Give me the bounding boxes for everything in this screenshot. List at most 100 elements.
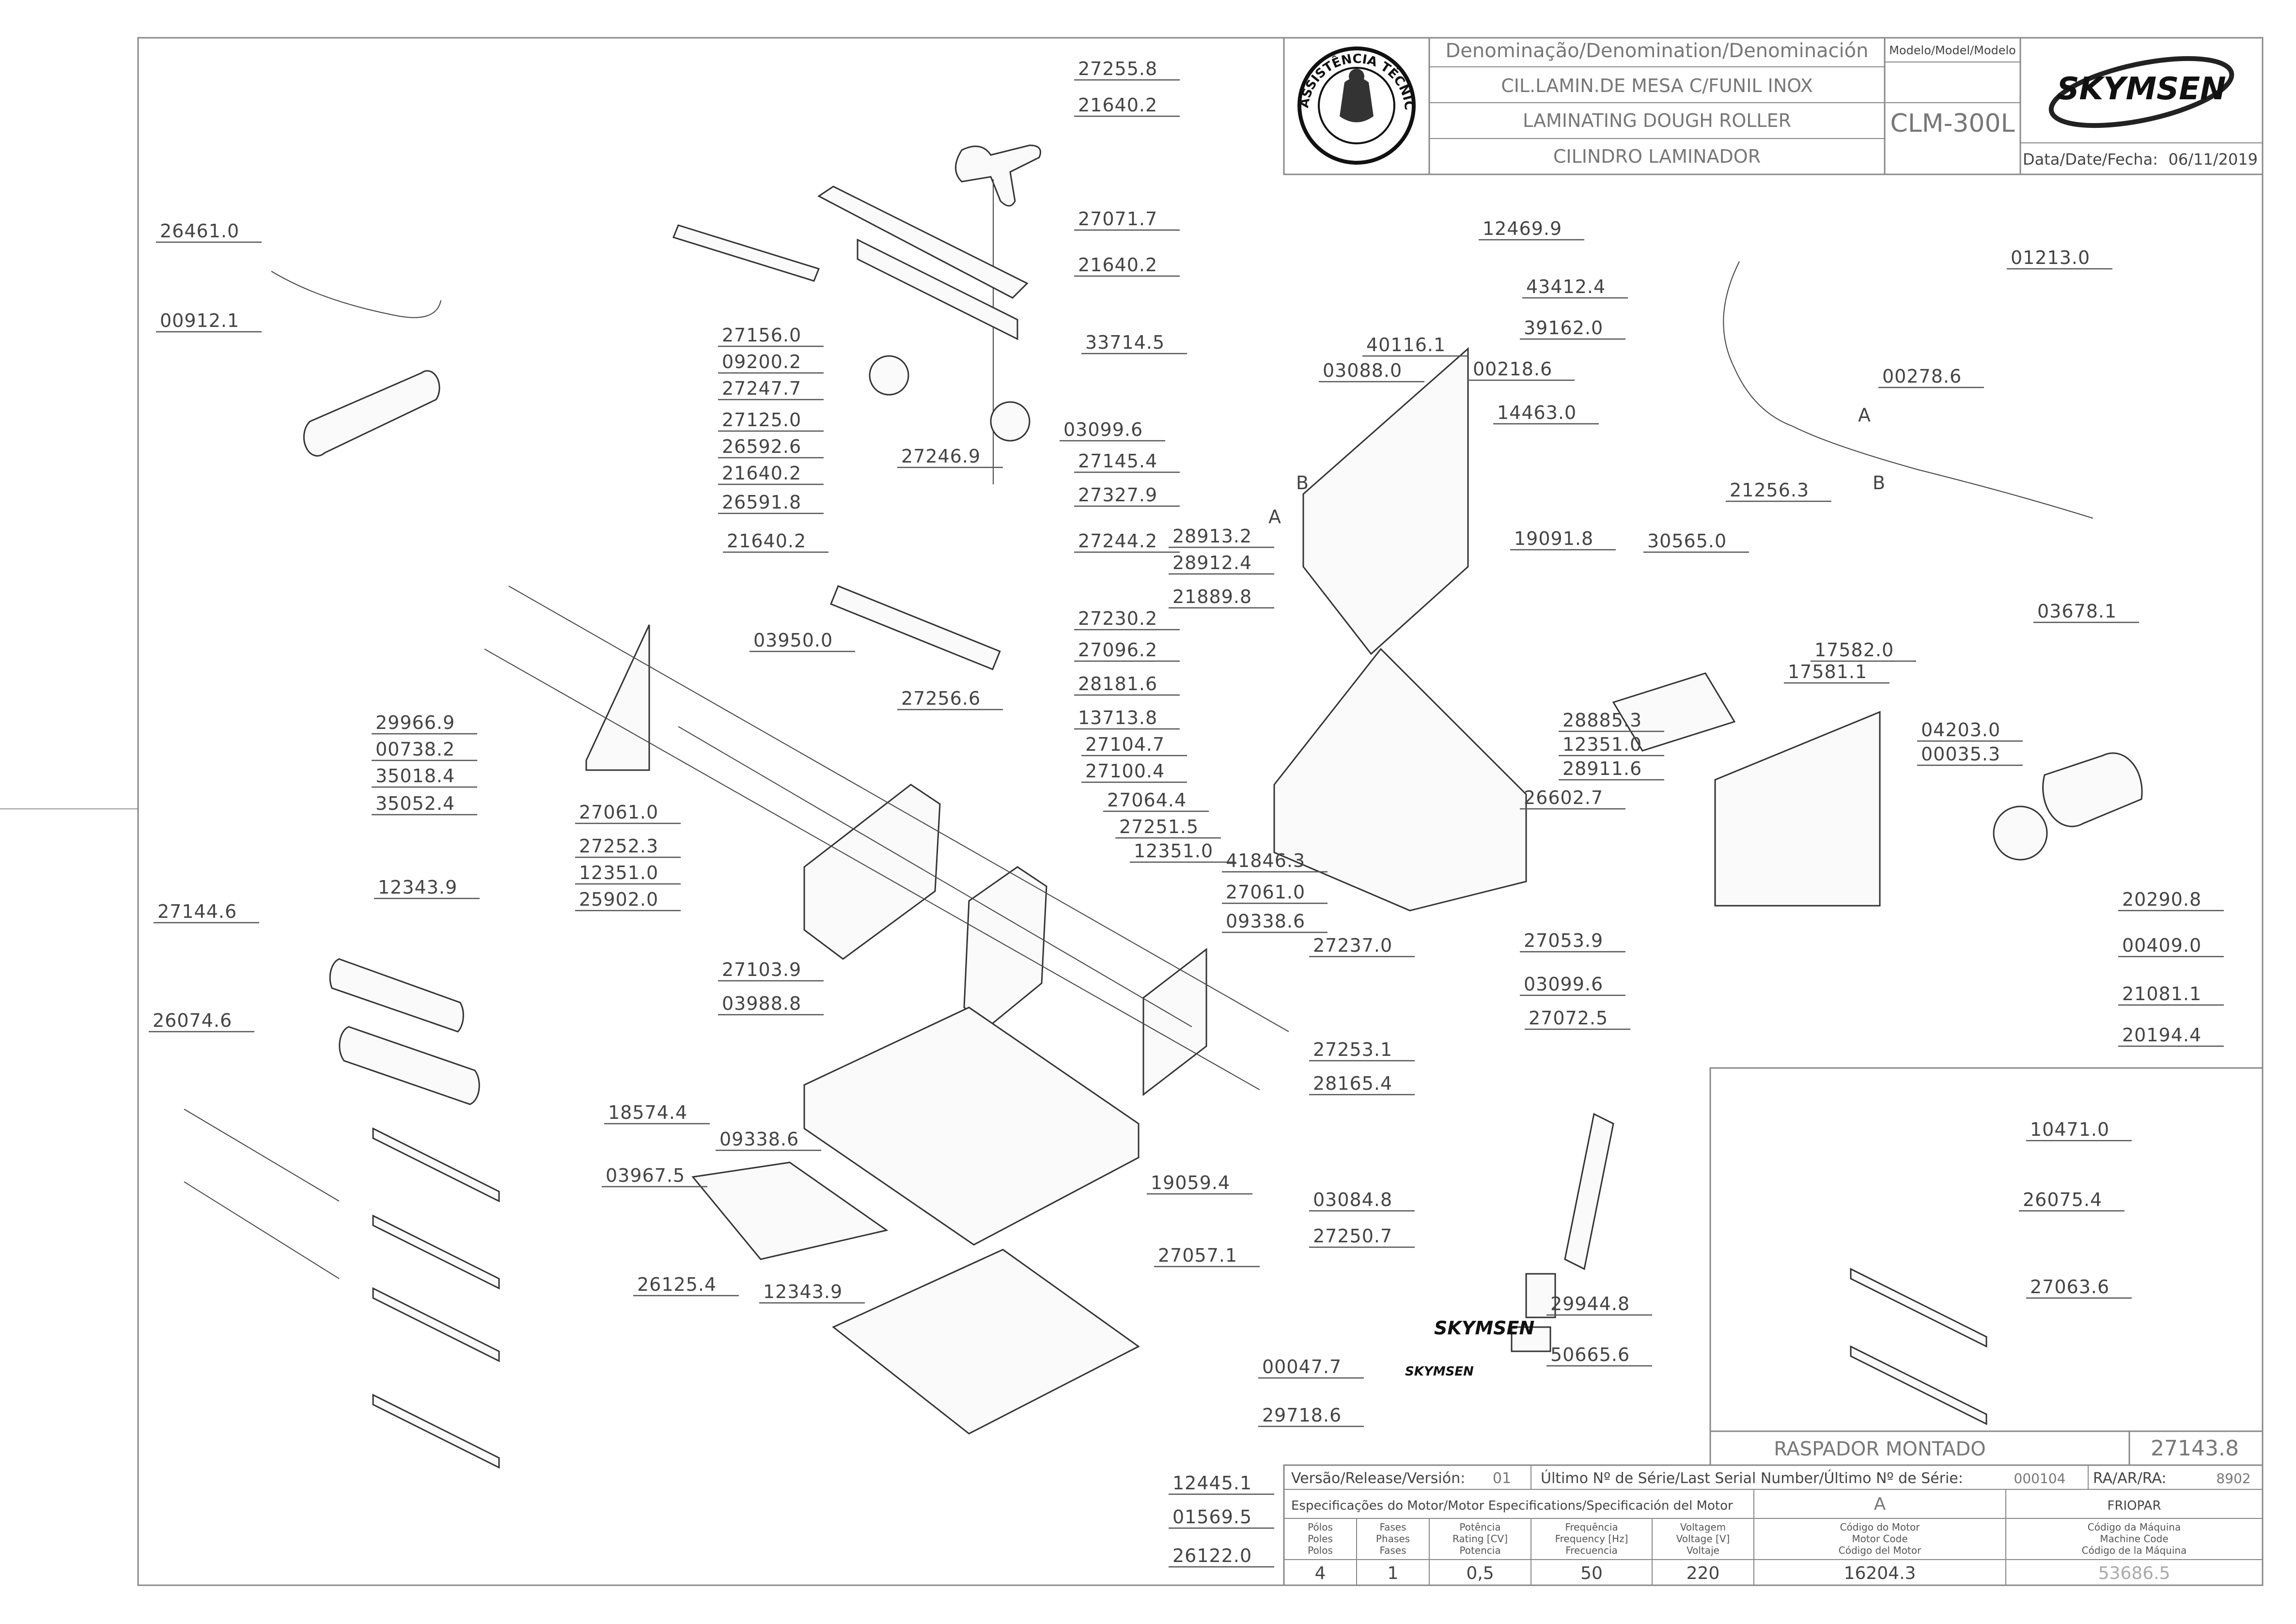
motor-spec-header: Fases: [1379, 1521, 1406, 1533]
part-label: 20194.4: [2122, 1024, 2202, 1046]
motor-spec-header: Polos: [1308, 1545, 1333, 1556]
part-label: 13713.8: [1078, 707, 1157, 728]
motor-spec-value: 220: [1687, 1563, 1720, 1583]
part-label: 00047.7: [1262, 1356, 1342, 1377]
part-label: 09338.6: [1226, 911, 1305, 932]
part-label: 21889.8: [1172, 586, 1252, 607]
part-label: 27103.9: [722, 959, 801, 980]
knob-part: [955, 144, 1041, 207]
part-label: 27100.4: [1085, 760, 1165, 782]
version-label: Versão/Release/Versión:: [1291, 1470, 1465, 1487]
part-label: 27247.7: [722, 378, 801, 399]
motor-spec-header: Motor Code: [1852, 1533, 1907, 1545]
part-label: 30565.0: [1647, 530, 1727, 552]
part-label: 17581.1: [1788, 661, 1867, 682]
part-label: 03099.6: [1524, 974, 1603, 995]
ra-value: 8902: [2216, 1470, 2250, 1486]
motor-spec-header: Poles: [1308, 1533, 1333, 1545]
part-label: 27144.6: [157, 901, 237, 922]
skymsen-logo: SKYMSEN: [2048, 56, 2234, 128]
part-label: 18574.4: [608, 1102, 687, 1123]
part-label: 26461.0: [160, 220, 239, 242]
motor-spec-label: Especificações do Motor/Motor Especifica…: [1291, 1499, 1733, 1513]
part-labels: 27255.821640.227071.721640.233714.527156…: [149, 58, 2224, 1568]
part-label: 21081.1: [2122, 983, 2202, 1005]
motor-spec-header: Voltagem: [1680, 1521, 1726, 1533]
motor-spec-value: 0,5: [1466, 1563, 1494, 1583]
part-label: 40116.1: [1366, 334, 1446, 356]
part-label: 50665.6: [1550, 1344, 1630, 1365]
part-label: 04203.0: [1921, 719, 2000, 741]
rack-lower-part: [1564, 1113, 1614, 1270]
motor-spec-header: Frequency [Hz]: [1555, 1533, 1628, 1545]
model-header: Modelo/Model/Modelo: [1889, 44, 2016, 57]
part-label: 03088.0: [1323, 360, 1402, 381]
part-label: 00278.6: [1882, 366, 1962, 387]
part-label: 27072.5: [1529, 1007, 1608, 1029]
motor-spec-header: Potência: [1459, 1521, 1500, 1533]
part-label: 14463.0: [1497, 402, 1577, 423]
motor-spec-header: Fases: [1379, 1545, 1406, 1556]
part-label: 09338.6: [719, 1129, 799, 1150]
part-label: 26602.7: [1524, 787, 1603, 808]
part-label: 00218.6: [1473, 358, 1552, 380]
part-label: 19059.4: [1151, 1172, 1230, 1193]
title-block: Denominação/Denomination/Denominación CI…: [0, 0, 2264, 175]
part-label: 21640.2: [1078, 94, 1157, 116]
part-label: 00035.3: [1921, 743, 2000, 765]
decal-50665: [1511, 1326, 1551, 1352]
motor-spec-value: 53686.5: [2098, 1563, 2171, 1583]
scraper-assembly-2: [372, 1287, 500, 1469]
part-label: 27053.9: [1524, 930, 1603, 951]
part-label: 12351.0: [579, 862, 658, 883]
side-cover-right: [1142, 947, 1207, 1097]
part-label: 12351.0: [1562, 734, 1642, 755]
part-geometry: SKYMSEN SKYMSEN: [184, 144, 2143, 1469]
motor-spec-value: 1: [1388, 1563, 1399, 1583]
part-label: 27237.0: [1313, 935, 1392, 956]
motor-letter: A: [1874, 1494, 1886, 1514]
motor-spec-header: Código do Motor: [1840, 1521, 1921, 1533]
supplier: FRIOPAR: [2107, 1499, 2161, 1513]
svg-text:A: A: [1268, 506, 1281, 527]
inset-scraper-part: [1850, 1268, 1987, 1425]
motor-spec-header: Rating [CV]: [1453, 1533, 1508, 1545]
inset-part-label: 26075.4: [2023, 1189, 2102, 1210]
svg-text:SKYMSEN: SKYMSEN: [2057, 71, 2226, 107]
inset-title: RASPADOR MONTADO: [1774, 1438, 1986, 1460]
name-en: LAMINATING DOUGH ROLLER: [1523, 110, 1791, 131]
name-pt: CIL.LAMIN.DE MESA C/FUNIL INOX: [1501, 75, 1813, 96]
motor-spec-header: Código da Máquina: [2088, 1521, 2181, 1533]
roller-mid-part: [329, 958, 464, 1033]
part-label: 27057.1: [1158, 1245, 1237, 1266]
motor-spec-header: Código de la Máquina: [2082, 1545, 2187, 1556]
part-label: 01213.0: [2011, 247, 2090, 268]
part-label: 27061.0: [1226, 882, 1305, 903]
hopper-part: [1302, 347, 1469, 655]
part-label: 27244.2: [1078, 530, 1157, 552]
part-label: 25902.0: [579, 889, 658, 910]
part-label: 28181.6: [1078, 673, 1157, 695]
tray-part: [691, 1161, 889, 1260]
part-label: 21256.3: [1730, 479, 1809, 501]
part-label: 20290.8: [2122, 889, 2202, 910]
arrow-marks: A B A B: [1268, 404, 1885, 527]
part-label: 03967.5: [606, 1165, 685, 1186]
part-label: 33714.5: [1085, 332, 1165, 353]
svg-text:B: B: [1296, 472, 1309, 494]
side-cover-left: [585, 624, 650, 771]
part-label: 26125.4: [637, 1274, 717, 1295]
part-label: 03678.1: [2037, 601, 2117, 622]
motor-spec-header: Frequência: [1565, 1521, 1618, 1533]
part-label: 27256.6: [901, 688, 981, 709]
part-label: 27125.0: [722, 409, 801, 431]
part-label: 28885.3: [1562, 710, 1642, 731]
part-label: 28913.2: [1172, 526, 1252, 547]
drawing-frame: [137, 37, 2264, 1586]
part-label: 35052.4: [375, 793, 455, 814]
part-label: 01569.5: [1172, 1506, 1252, 1528]
part-label: 27255.8: [1078, 58, 1157, 79]
part-label: 27064.4: [1107, 789, 1187, 811]
part-label: 27251.5: [1119, 816, 1199, 837]
part-label: 26592.6: [722, 436, 801, 457]
